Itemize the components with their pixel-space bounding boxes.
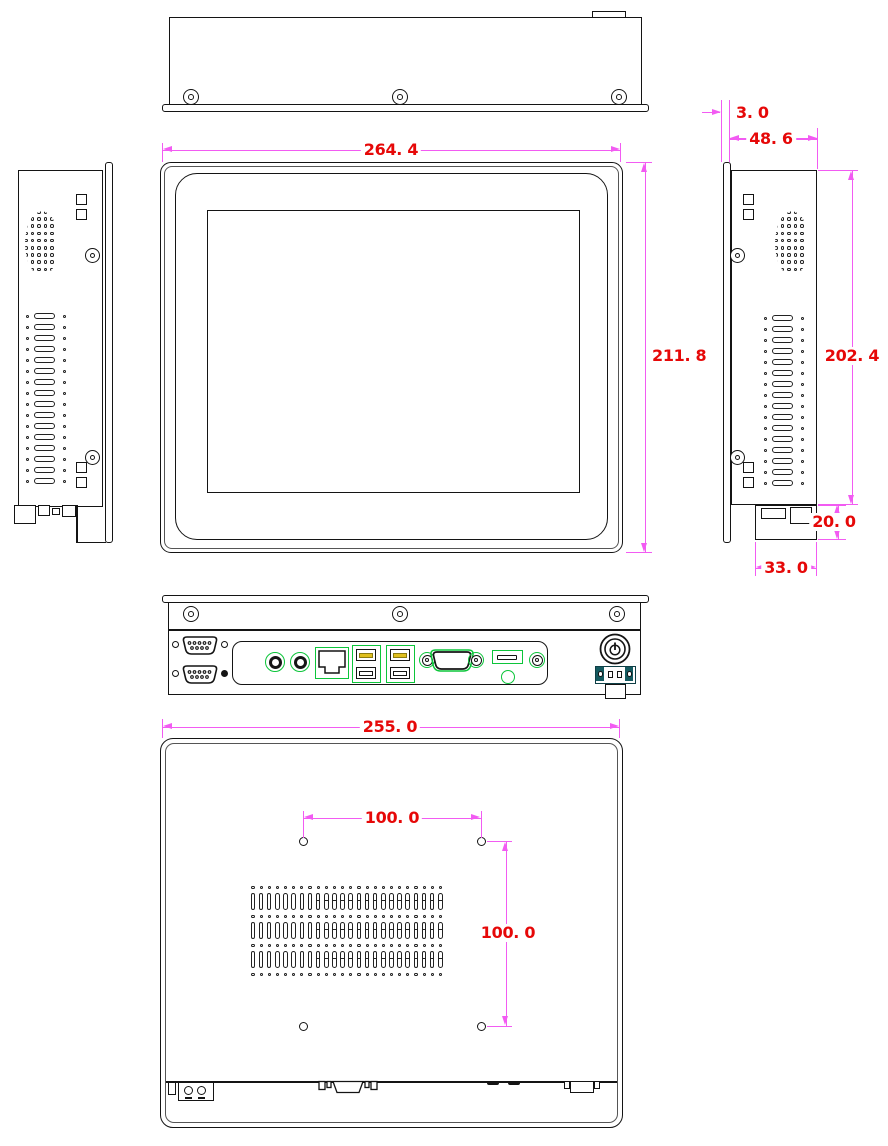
- power-button: [599, 633, 631, 665]
- rear-power-terminal: [178, 1082, 214, 1101]
- slot-vent-column: [764, 314, 806, 491]
- rj45-ethernet-port: [315, 647, 349, 679]
- dimension-label: 48. 6: [746, 130, 796, 148]
- screw-icon: [730, 450, 745, 465]
- bottom-connector-profile: [14, 505, 36, 524]
- bottom-connector-profile: [38, 505, 50, 516]
- vesa-hole: [476, 1021, 486, 1031]
- vent-square: [76, 194, 87, 205]
- screw-icon: [730, 248, 745, 263]
- terminal-screw: [597, 671, 604, 677]
- screw-icon: [183, 606, 199, 622]
- screw-hole: [172, 670, 179, 677]
- audio-jack-2-barrel: [293, 655, 307, 669]
- screw-icon: [392, 89, 408, 105]
- hdmi-port: [492, 650, 523, 664]
- bottom-connector-profile: [761, 508, 786, 519]
- dimension-label: 255. 0: [359, 718, 421, 736]
- screw-hole: [221, 641, 228, 648]
- dimension-label: 20. 0: [809, 513, 859, 531]
- indicator-hole: [501, 670, 515, 684]
- vent-square: [76, 477, 87, 488]
- dimension-label: 100. 0: [361, 809, 423, 827]
- top-flange: [162, 104, 649, 112]
- rear-connector-profile: [168, 1082, 176, 1095]
- dc-power-terminal-block: [595, 666, 636, 684]
- dimension-label: 264. 4: [360, 141, 422, 159]
- dimension-line: [644, 163, 646, 552]
- dimension-label: 100. 0: [477, 924, 539, 942]
- rear-port-mark: [508, 1081, 520, 1085]
- vent-square: [76, 462, 87, 473]
- dimension-line: [851, 171, 853, 504]
- screw-icon: [609, 606, 625, 622]
- rear-cover-edge: [165, 743, 618, 1123]
- screw-icon: [85, 450, 100, 465]
- vent-square: [743, 477, 754, 488]
- terminal-screw: [626, 671, 632, 677]
- usb-contact: [359, 652, 373, 658]
- panel-screw-ring: [529, 652, 545, 668]
- rear-port-mark: [487, 1081, 499, 1085]
- dimension-label: 211. 8: [649, 347, 710, 365]
- screw-icon: [611, 89, 627, 105]
- rear-connector-profile: [564, 1081, 570, 1089]
- screen: [207, 210, 580, 493]
- db9-serial-port-2: [182, 665, 218, 684]
- left-flange: [105, 162, 113, 543]
- terminal-tab: [605, 684, 626, 699]
- vesa-hole: [298, 1021, 308, 1031]
- terminal-slot: [608, 670, 613, 678]
- bottom-connector-profile: [52, 508, 60, 515]
- screw-hole: [221, 670, 228, 677]
- screw-hole: [172, 641, 179, 648]
- screw-icon: [470, 654, 482, 666]
- db9-serial-port-1: [182, 636, 218, 655]
- vent-square: [743, 209, 754, 220]
- dimension-label: 33. 0: [761, 559, 811, 577]
- vent-square: [743, 462, 754, 473]
- vent-square: [743, 194, 754, 205]
- screw-icon: [183, 89, 199, 105]
- terminal-slot: [617, 670, 622, 678]
- dimension-line: [702, 112, 720, 114]
- right-flange: [723, 162, 731, 543]
- dimension-label: 3. 0: [733, 104, 772, 122]
- rear-vga-outline: [318, 1080, 378, 1094]
- rear-connector-profile: [570, 1081, 594, 1093]
- usb-dual-port-2: [386, 645, 415, 683]
- screw-icon: [392, 606, 408, 622]
- vent-square: [76, 209, 87, 220]
- slot-vent-column: [26, 312, 68, 489]
- audio-jack-2: [290, 652, 310, 672]
- screw-icon: [85, 248, 100, 263]
- dimension-label: 202. 4: [821, 347, 883, 365]
- usb-dual-port-1: [352, 645, 381, 683]
- rear-vent-pattern: [250, 886, 446, 978]
- audio-jack-1-barrel: [268, 655, 282, 669]
- audio-jack-1: [265, 652, 285, 672]
- rear-connector-profile: [594, 1081, 600, 1089]
- usb-contact: [393, 652, 407, 658]
- screw-icon: [531, 654, 543, 666]
- bottom-connector-profile: [62, 505, 76, 517]
- vga-screw-right: [468, 652, 484, 668]
